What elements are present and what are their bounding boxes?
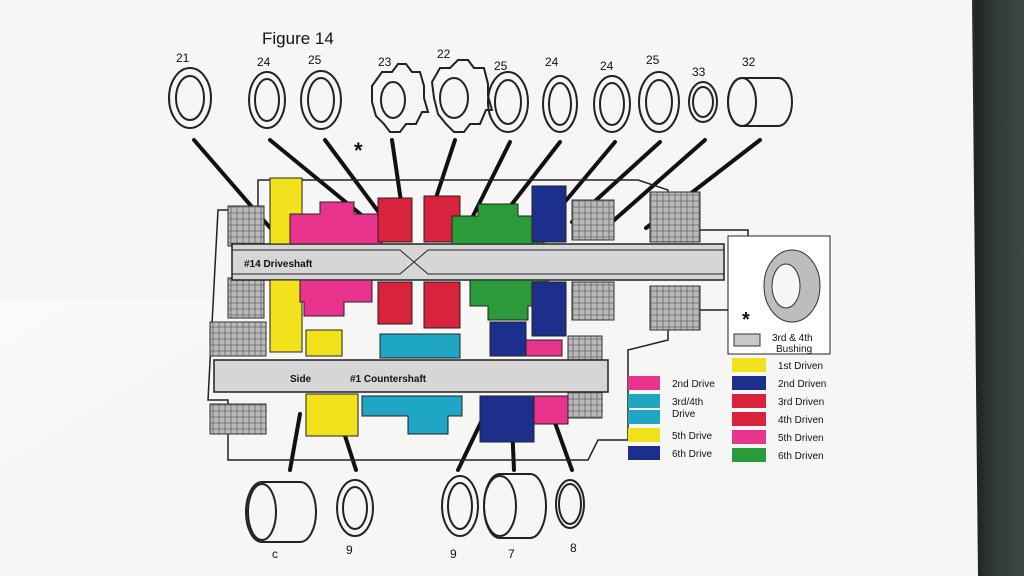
bottom-part-numbers: c 9 9 7 8 (272, 541, 577, 561)
part-number: 7 (508, 547, 515, 561)
driveshaft-gears-top (269, 177, 567, 245)
driveshaft (231, 243, 725, 281)
legend-label: 3rd/4th (672, 397, 703, 408)
part-24-snapring-c (593, 75, 631, 133)
part-number: 22 (437, 47, 451, 61)
legend-swatch-6th-driven (732, 448, 766, 462)
gear-5th-drive (305, 329, 343, 357)
legend-label: 2nd Drive (672, 379, 715, 390)
asterisk-marker: * (354, 138, 363, 163)
bushing-label-line2: Bushing (776, 344, 812, 355)
part-number: 25 (308, 53, 322, 67)
legend-label: 6th Driven (778, 451, 824, 462)
side-label: Side (290, 374, 312, 385)
top-part-numbers: 21 24 25 23 22 25 24 24 25 33 32 (176, 47, 756, 79)
legend-label: 5th Drive (672, 431, 712, 442)
gear-2nd-driven (531, 185, 567, 243)
bottom-parts (245, 473, 585, 543)
legend-label: 4th Driven (778, 415, 824, 426)
part-22-splined-washer (430, 59, 494, 133)
legend-label: Drive (672, 409, 696, 420)
legend-label: 2nd Driven (778, 379, 826, 390)
part-23-splined-washer (371, 63, 430, 133)
part-c-bushing (245, 481, 317, 543)
driveshaft-label: #14 Driveshaft (244, 259, 313, 270)
top-parts (168, 59, 793, 133)
background-edge (975, 0, 1024, 576)
part-33-ring (688, 81, 718, 123)
part-number: c (272, 547, 278, 561)
bushing-swatch (733, 333, 761, 347)
part-number: 25 (646, 53, 660, 67)
part-24-snapring (248, 71, 286, 129)
bearings (209, 191, 701, 435)
gear-3rd-4th-drive (379, 333, 461, 359)
part-number: 9 (450, 547, 457, 561)
countershaft-label: #1 Countershaft (350, 374, 427, 385)
legend-label: 1st Driven (778, 361, 823, 372)
countershaft (213, 359, 609, 393)
legend-swatch-5th-drive (628, 428, 660, 442)
part-9-snapring (336, 479, 374, 537)
part-number: 21 (176, 51, 190, 65)
part-number: 9 (346, 543, 353, 557)
legend-swatch-2nd-driven (732, 376, 766, 390)
inset-asterisk: * (742, 309, 750, 331)
part-number: 24 (600, 59, 614, 73)
gear-6th-drive (479, 395, 535, 443)
bushing-inset: * 3rd & 4th Bushing (727, 235, 831, 355)
legend-swatch-4th-driven (732, 412, 766, 426)
legend: 2nd Drive 3rd/4th Drive 5th Drive 6th Dr… (628, 358, 826, 462)
legend-swatch-5th-driven (732, 430, 766, 444)
gear-6th-driven (451, 203, 545, 245)
figure-title: Figure 14 (262, 29, 334, 48)
legend-swatch-6th-drive (628, 446, 660, 460)
part-number: 33 (692, 65, 706, 79)
legend-swatch-3rd-driven (732, 394, 766, 408)
gear-3rd-driven (377, 197, 413, 243)
part-8-ring (555, 479, 585, 529)
legend-label: 3rd Driven (778, 397, 824, 408)
legend-swatch-2nd-drive (628, 376, 660, 390)
part-number: 24 (545, 55, 559, 69)
legend-label: 5th Driven (778, 433, 824, 444)
part-number: 32 (742, 55, 756, 69)
part-9-snapring-b (441, 475, 479, 537)
gear-5th-driven (289, 201, 383, 245)
legend-swatch-1st-driven (732, 358, 766, 372)
bushing-label-line1: 3rd & 4th (772, 333, 813, 344)
legend-label: 6th Drive (672, 449, 712, 460)
part-21-ring (168, 67, 212, 129)
part-25-ring-c (638, 71, 680, 133)
driveshaft-gears-bottom (269, 279, 567, 353)
part-number: 24 (257, 55, 271, 69)
part-25-ring-b (487, 71, 529, 133)
legend-swatch-3rd4th-drive (628, 394, 660, 408)
part-24-snapring-b (542, 75, 578, 133)
part-number: 8 (570, 541, 577, 555)
part-number: 25 (494, 59, 508, 73)
countershaft-gears (305, 321, 569, 443)
gear-2nd-drive (525, 339, 563, 357)
part-25-ring (300, 70, 342, 130)
part-number: 23 (378, 55, 392, 69)
